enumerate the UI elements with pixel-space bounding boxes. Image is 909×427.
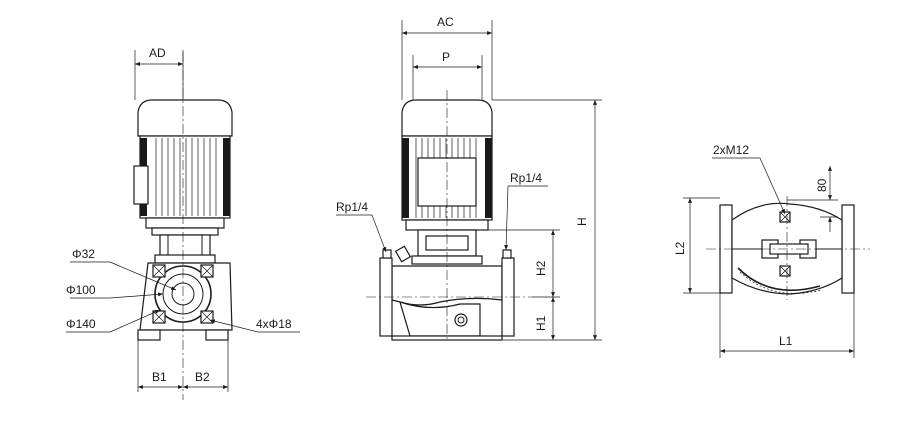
dim-h: H [575, 217, 589, 226]
label-phi140: Φ140 [66, 317, 96, 331]
label-phi100: Φ100 [66, 283, 96, 297]
label-phi32: Φ32 [72, 247, 95, 261]
top-bolts [779, 211, 791, 277]
dim-b2: B2 [195, 370, 210, 384]
side-view: AC P H H2 H1 Rp1/4 Rp1/4 [336, 15, 602, 341]
front-motor-cover [137, 99, 233, 137]
dim-p: P [442, 50, 450, 64]
front-motor-flange [145, 217, 225, 229]
front-view: AD B1 B2 Φ32 Φ100 Φ140 4xΦ18 [66, 46, 300, 400]
dim-l2: L2 [673, 241, 687, 255]
dim-b1: B1 [152, 370, 167, 384]
dim-h1: H1 [534, 315, 548, 331]
label-bolts-top: 2xM12 [713, 143, 749, 157]
front-terminal-box [133, 165, 149, 205]
label-bolts-front: 4xΦ18 [256, 317, 292, 331]
dim-ad: AD [149, 46, 166, 60]
dim-ac: AC [437, 15, 454, 29]
dim-80: 80 [815, 178, 829, 192]
label-rp-right: Rp1/4 [510, 171, 542, 185]
dim-h2: H2 [534, 260, 548, 276]
front-motor-body [139, 135, 231, 219]
dim-l1: L1 [779, 334, 793, 348]
label-rp-left: Rp1/4 [336, 200, 368, 214]
top-view: L1 L2 80 2xM12 [673, 143, 870, 358]
